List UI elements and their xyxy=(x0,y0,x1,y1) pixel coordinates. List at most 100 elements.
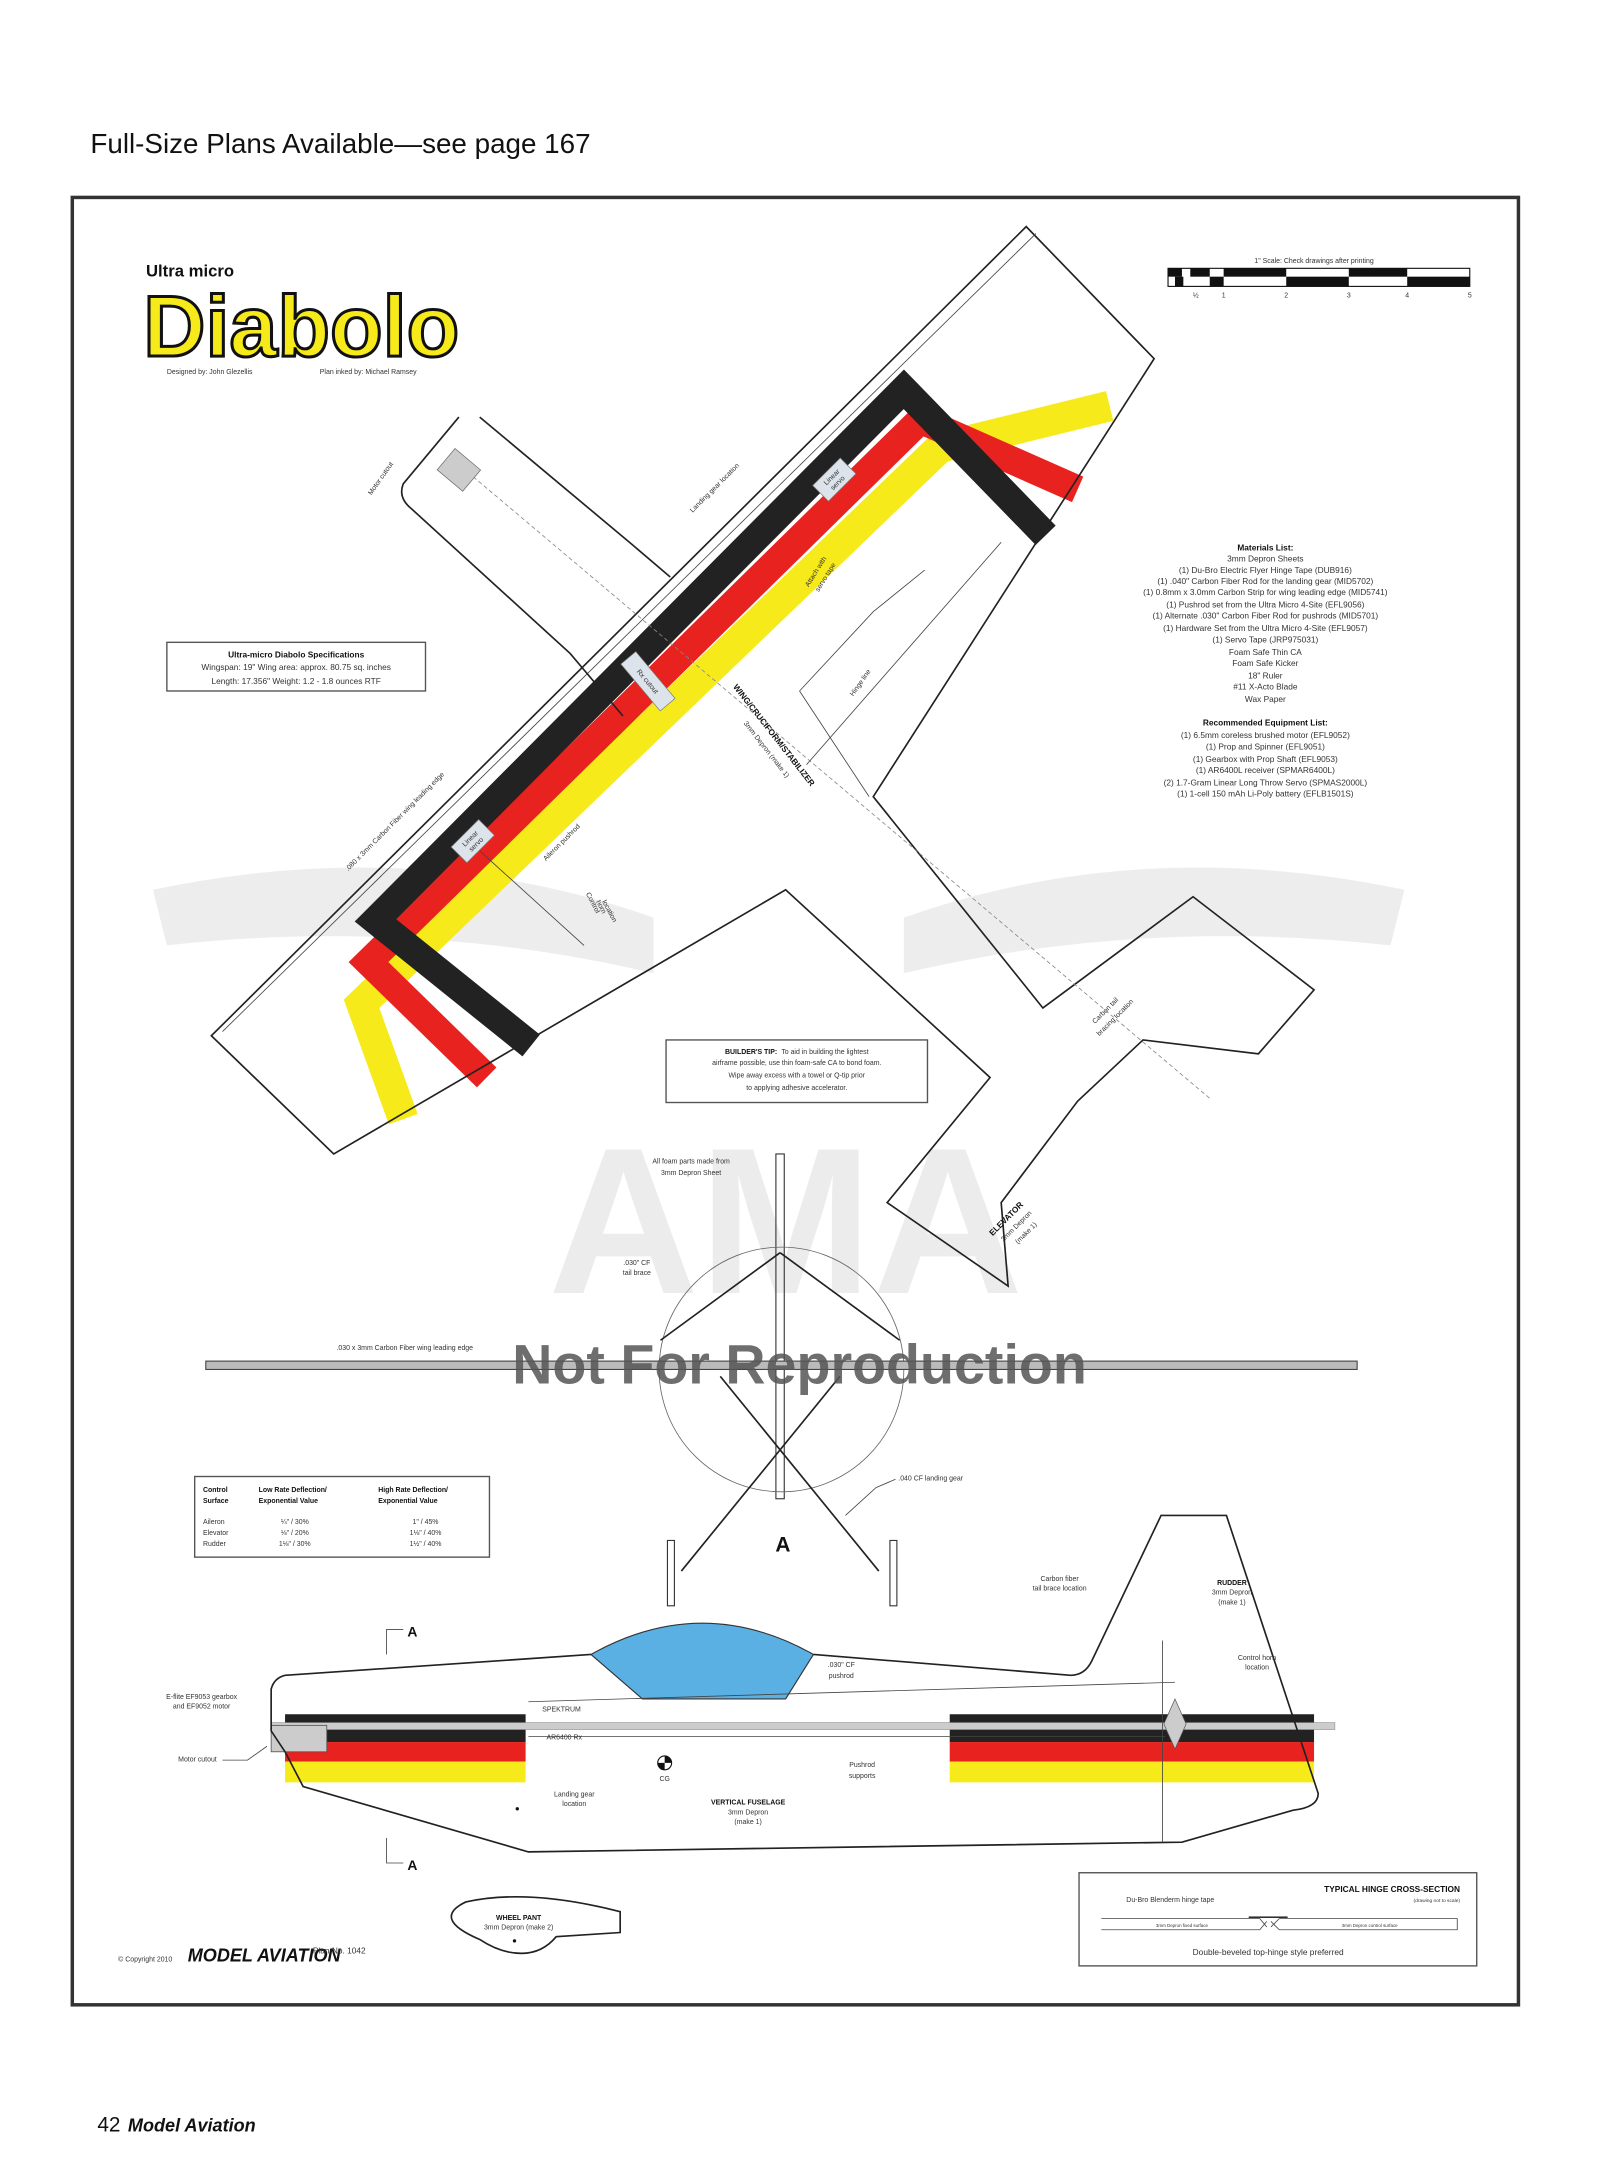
control-table: Control Surface Low Rate Deflection/ Exp… xyxy=(193,1475,491,1558)
pushrod-label: .030" CF xyxy=(828,1662,855,1669)
cg-label: CG xyxy=(659,1776,669,1783)
fuselage-part-sub: (make 1) xyxy=(734,1819,761,1826)
builders-tip-text: airframe possible, use thin foam-safe CA… xyxy=(712,1060,881,1067)
fuselage-outline xyxy=(270,1514,1320,1853)
table-cell: Elevator xyxy=(203,1530,229,1537)
side-tail-brace-label: Carbon fiber xyxy=(1040,1576,1079,1583)
table-header: High Rate Deflection/ xyxy=(378,1487,448,1494)
table-header: Exponential Value xyxy=(259,1498,319,1505)
front-view-drawing: All foam parts made from 3mm Depron Shee… xyxy=(205,1153,1358,1607)
specs-line: Length: 17.356" Weight: 1.2 - 1.8 ounces… xyxy=(212,676,381,686)
scale-tick: 3 xyxy=(1347,293,1351,300)
table-cell: 1⅛" / 40% xyxy=(410,1530,442,1537)
wheel-pant-title: WHEEL PANT xyxy=(496,1915,542,1922)
materials-item: #11 X-Acto Blade xyxy=(1233,682,1298,692)
hinge-line xyxy=(799,569,925,797)
specs-line: Wingspan: 19" Wing area: approx. 80.75 s… xyxy=(201,662,391,672)
hinge-diagram xyxy=(1101,1918,1458,1931)
inked-by: Plan inked by: Michael Ramsey xyxy=(320,369,417,376)
materials-item: (1) .040" Carbon Fiber Rod for the landi… xyxy=(1157,576,1373,586)
table-cell: ¼" / 30% xyxy=(281,1519,309,1526)
materials-item: (1) Hardware Set from the Ultra Micro 4-… xyxy=(1163,623,1368,633)
scale-bar: 1" Scale: Check drawings after printing … xyxy=(1167,258,1472,300)
table-header: Control xyxy=(203,1487,228,1494)
motor-cutout-box xyxy=(436,448,482,492)
tail-brace-label: .030" CF xyxy=(623,1260,650,1267)
materials-item: (1) Pushrod set from the Ultra Micro 4-S… xyxy=(1166,600,1364,610)
builders-tip-label: BUILDER'S TIP: xyxy=(725,1049,777,1056)
equipment-item: (1) 1-cell 150 mAh Li-Poly battery (EFLB… xyxy=(1177,789,1354,799)
equipment-title: Recommended Equipment List: xyxy=(1203,718,1328,728)
page-header: Full-Size Plans Available—see page 167 xyxy=(90,128,590,159)
wheel-pant-sub: 3mm Depron (make 2) xyxy=(484,1925,553,1932)
hinge-caption: Double-beveled top-hinge style preferred xyxy=(1193,1947,1344,1957)
materials-item: (1) 0.8mm x 3.0mm Carbon Strip for wing … xyxy=(1143,587,1388,597)
front-leading-edge-label: .030 x 3mm Carbon Fiber wing leading edg… xyxy=(337,1345,474,1352)
hinge-note: (drawing not to scale) xyxy=(1414,1898,1461,1904)
title-name: Diabolo xyxy=(143,279,459,375)
plan-number: Plan No. 1042 xyxy=(313,1945,366,1955)
tail-brace-label: tail brace xyxy=(623,1270,651,1277)
foam-note: 3mm Depron Sheet xyxy=(661,1170,721,1177)
table-cell: Aileron xyxy=(203,1519,225,1526)
pushrod-supports-label: supports xyxy=(849,1773,876,1780)
hinge-cross-section-box: TYPICAL HINGE CROSS-SECTION (drawing not… xyxy=(1078,1872,1478,1967)
equipment-item: (1) Prop and Spinner (EFL9051) xyxy=(1206,741,1325,751)
section-a-label: A xyxy=(775,1534,790,1557)
fuselage-part-sub: 3mm Depron xyxy=(728,1809,768,1816)
table-cell: ⅛" / 20% xyxy=(281,1530,309,1537)
hinge-title: TYPICAL HINGE CROSS-SECTION xyxy=(1324,1884,1460,1894)
side-control-horn-label: Control horn xyxy=(1238,1655,1276,1662)
wheel-pant-left xyxy=(666,1539,675,1607)
wheel-pant-drawing: WHEEL PANT 3mm Depron (make 2) xyxy=(450,1895,622,1955)
wing-front-rod xyxy=(205,1360,1358,1371)
builders-tip-box: BUILDER'S TIP: To aid in building the lig… xyxy=(665,1039,929,1104)
page-number: 42 xyxy=(97,2113,120,2136)
pushrod-line xyxy=(528,1681,1175,1703)
rudder-label: (make 1) xyxy=(1218,1599,1245,1606)
equipment-item: (1) Gearbox with Prop Shaft (EFL9053) xyxy=(1193,754,1338,764)
scale-tick: 4 xyxy=(1405,293,1409,300)
wheel-pant-right xyxy=(889,1539,898,1607)
motor-label: E-flite EF9053 gearbox xyxy=(166,1694,237,1701)
materials-item: Wax Paper xyxy=(1245,694,1286,704)
table-header: Surface xyxy=(203,1498,229,1505)
rudder-horn xyxy=(1163,1698,1187,1750)
motor-cutout-leader xyxy=(222,1745,268,1761)
aileron-servo-box xyxy=(450,819,495,864)
equipment-item: (2) 1.7-Gram Linear Long Throw Servo (SP… xyxy=(1164,778,1368,788)
table-header: Exponential Value xyxy=(378,1498,438,1505)
red-stripe xyxy=(348,403,1084,1088)
designed-by: Designed by: John Glezellis xyxy=(167,369,253,376)
materials-item: 3mm Depron Sheets xyxy=(1227,554,1303,564)
side-tail-brace-label: tail brace location xyxy=(1033,1586,1087,1593)
hinge-tape-label: Du-Bro Blenderm hinge tape xyxy=(1126,1897,1214,1904)
spektrum-label: SPEKTRUM xyxy=(542,1706,581,1713)
tail-boom-line xyxy=(451,458,1211,1099)
aileron-pushrod-line xyxy=(479,850,585,946)
landing-gear-label: Landing gear location xyxy=(689,462,741,514)
canopy xyxy=(590,1622,815,1700)
materials-title: Materials List: xyxy=(1237,543,1293,553)
copyright: © Copyright 2010 xyxy=(118,1956,172,1964)
footer-magazine: Model Aviation xyxy=(128,2115,256,2135)
foam-note: All foam parts made from xyxy=(652,1159,730,1166)
materials-item: 18" Ruler xyxy=(1248,670,1283,680)
builders-tip-text: To aid in building the lightest xyxy=(781,1049,868,1056)
fuselage-part-name: VERTICAL FUSELAGE xyxy=(711,1800,786,1807)
section-marker-bottom xyxy=(386,1837,404,1864)
scale-label: 1" Scale: Check drawings after printing xyxy=(1254,258,1373,265)
hinge-right-part: 3mm Depron control surface xyxy=(1342,1923,1399,1928)
materials-item: (1) Servo Tape (JRP975031) xyxy=(1212,634,1318,644)
fuselage-top-outline xyxy=(400,416,671,717)
section-bottom-label: A xyxy=(407,1857,417,1873)
motor-cutout-label: Motor cutout xyxy=(367,461,395,497)
yellow-stripe xyxy=(343,391,1114,1125)
rx-cutout-box xyxy=(620,651,676,712)
equipment-item: (1) AR6400L receiver (SPMAR6400L) xyxy=(1196,765,1335,775)
leading-edge-strip xyxy=(222,233,1037,1032)
wing-outline xyxy=(210,225,1316,1288)
black-stripe xyxy=(354,369,1056,1057)
section-top-label: A xyxy=(407,1623,417,1639)
